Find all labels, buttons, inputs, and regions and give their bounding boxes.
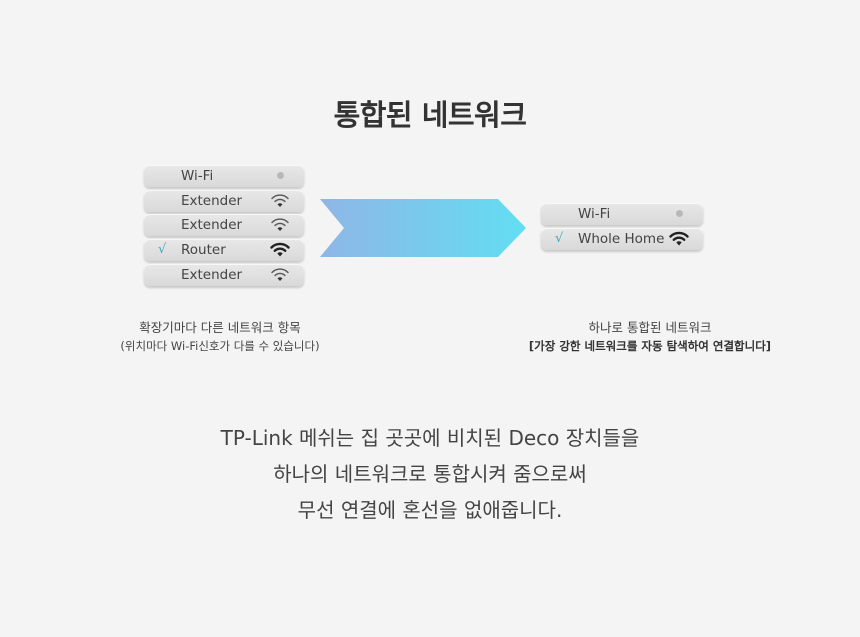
description-line: 하나의 네트워크로 통합시켜 줌으로써 (273, 462, 587, 486)
network-item-label: Wi-Fi (578, 206, 611, 222)
wifi-strong-icon (270, 242, 290, 257)
separate-network-list: Wi-Fi Extender Extender √ Router Extende… (144, 165, 304, 288)
network-item-extender: Extender (144, 214, 304, 237)
network-item-wifi: Wi-Fi (144, 165, 304, 187)
page-title: 통합된 네트워크 (333, 98, 527, 132)
network-item-wifi: Wi-Fi (541, 203, 703, 225)
network-item-router: √ Router (144, 239, 304, 262)
wifi-weak-icon (271, 218, 289, 232)
description-line: TP-Link 메쉬는 집 곳곳에 비치된 Deco 장치들을 (220, 426, 640, 450)
status-dot-icon (277, 172, 284, 179)
transition-arrow-icon (320, 199, 526, 257)
network-item-label: Extender (181, 192, 243, 209)
separate-network-caption: 확장기마다 다른 네트워크 항목 (위치마다 Wi-Fi신호가 다를 수 있습니… (90, 319, 350, 355)
network-item-label: Whole Home (578, 230, 665, 247)
description: TP-Link 메쉬는 집 곳곳에 비치된 Deco 장치들을 하나의 네트워크… (0, 420, 860, 528)
network-item-whole-home: √ Whole Home (541, 227, 703, 250)
wifi-weak-icon (271, 268, 289, 281)
caption-subline: [가장 강한 네트워크를 자동 탐색하여 연결합니다] (528, 339, 772, 353)
unified-network-list: Wi-Fi √ Whole Home (541, 203, 703, 252)
check-icon: √ (158, 242, 167, 258)
description-line: 무선 연결에 혼선을 없애줍니다. (297, 498, 563, 522)
caption-line: 하나로 통합된 네트워크 (588, 320, 712, 335)
wifi-strong-icon (669, 231, 689, 246)
caption-line: 확장기마다 다른 네트워크 항목 (139, 320, 301, 335)
network-item-label: Extender (181, 266, 243, 283)
caption-subline: (위치마다 Wi-Fi신호가 다를 수 있습니다) (120, 339, 320, 353)
network-item-extender: Extender (144, 189, 304, 212)
network-item-extender: Extender (144, 263, 304, 286)
wifi-weak-icon (271, 194, 289, 207)
check-icon: √ (555, 230, 564, 246)
unified-network-caption: 하나로 통합된 네트워크 [가장 강한 네트워크를 자동 탐색하여 연결합니다] (470, 319, 830, 355)
network-item-label: Extender (181, 217, 243, 234)
network-item-label: Router (181, 242, 226, 259)
network-item-label: Wi-Fi (181, 168, 214, 184)
status-dot-icon (676, 210, 683, 217)
